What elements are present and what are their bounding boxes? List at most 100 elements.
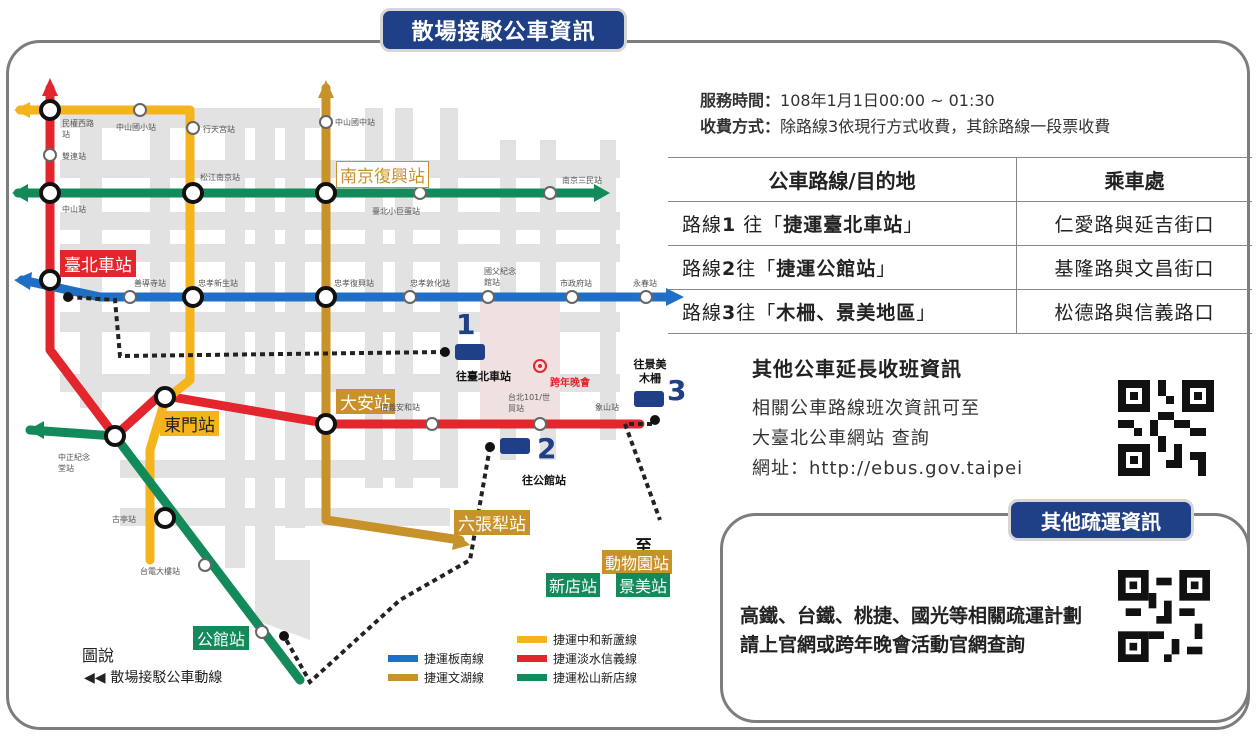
label-daan: 大安站 — [336, 389, 395, 414]
label-to-taipei: 往臺北車站 — [456, 370, 511, 383]
label-shuanglian: 雙連站 — [62, 152, 86, 161]
label-zhongshan-elem: 中山國小站 — [116, 123, 156, 132]
label-xingtian: 行天宮站 — [203, 125, 235, 134]
other-line-1: 高鐵、台鐵、桃捷、國光等相關疏運計劃 — [740, 605, 1083, 627]
label-xiangshan: 象山站 — [595, 403, 619, 412]
route-number-1: 1 — [456, 308, 476, 341]
label-zoo: 動物園站 — [602, 550, 673, 574]
label-zhongxiao-xinsheng: 忠孝新生站 — [198, 279, 238, 288]
legend-shuttle-label: 散場接駁公車動線 — [110, 670, 223, 686]
service-time-row: 服務時間：108年1月1日00:00 ~ 01:30 — [700, 88, 1110, 114]
legend-swatch — [517, 674, 547, 681]
label-zhongshan: 中山站 — [62, 205, 86, 214]
label-to-jingmei: 往景美木柵 — [633, 358, 667, 385]
header-route: 公車路線/目的地 — [668, 157, 1017, 202]
label-yongchun: 永春站 — [633, 279, 657, 288]
other-transport-box — [720, 513, 1250, 723]
label-taipei-main: 臺北車站 — [60, 250, 136, 277]
label-city-hall: 市政府站 — [560, 279, 592, 288]
shuttle-arrow-icon: ◀◀ — [84, 670, 111, 686]
stop-cell: 松德路與信義路口 — [1016, 289, 1252, 334]
label-nanjing-sanmin: 南京三民站 — [562, 176, 602, 185]
route-prefix: 路線 — [682, 302, 723, 324]
route-to: 往「 — [736, 302, 777, 324]
route-bracket: 」 — [903, 214, 924, 236]
label-gongguan: 公館站 — [193, 626, 250, 650]
table-row: 路線3往「木柵、景美地區」 松德路與信義路口 — [668, 289, 1252, 334]
route-bracket: 」 — [916, 302, 937, 324]
route-cell: 路線3往「木柵、景美地區」 — [668, 289, 1017, 334]
event-marker-icon — [533, 359, 547, 373]
label-taipei101: 台北101/世貿站 — [508, 393, 550, 413]
fare-label: 收費方式： — [700, 117, 781, 136]
label-guting: 古亭站 — [112, 515, 136, 524]
route-destination: 捷運公館站 — [776, 258, 877, 280]
legend-label: 捷運中和新蘆線 — [553, 633, 638, 647]
label-zhongshan-jr: 中山國中站 — [335, 118, 375, 127]
route-table-header: 公車路線/目的地 乘車處 — [668, 157, 1252, 202]
route-number: 3 — [722, 302, 737, 324]
legend-shuttle: ◀◀ 散場接駁公車動線 — [84, 667, 222, 687]
legend-item-tamsui: 捷運淡水信義線 — [517, 650, 637, 667]
label-minquan: 民權西路站 — [62, 119, 94, 139]
bus-stops — [63, 292, 660, 641]
label-songjiang: 松江南京站 — [200, 173, 240, 182]
label-taipei-arena: 臺北小巨蛋站 — [372, 207, 420, 216]
label-nanjing-fuxing: 南京復興站 — [336, 161, 429, 188]
route-cell: 路線1 往「捷運臺北車站」 — [668, 201, 1017, 246]
interchange-stations — [39, 99, 337, 529]
header-stop: 乘車處 — [1016, 157, 1252, 202]
regular-stations — [43, 103, 653, 639]
route-prefix: 路線 — [682, 258, 723, 280]
extension-url[interactable]: 網址：http://ebus.gov.taipei — [752, 458, 1024, 479]
service-info: 服務時間：108年1月1日00:00 ~ 01:30 收費方式：除路線3依現行方… — [700, 88, 1110, 140]
map-canvas — [12, 78, 684, 686]
legend-swatch — [517, 636, 547, 643]
route-to: 往「 — [736, 214, 784, 236]
route-number: 1 — [722, 214, 737, 236]
route-bracket: 」 — [876, 258, 897, 280]
legend-item-wenhu: 捷運文湖線 — [388, 669, 484, 686]
route-to: 往「 — [736, 258, 777, 280]
service-time-label: 服務時間： — [700, 91, 781, 110]
route-number-2: 2 — [537, 432, 557, 465]
route-destination: 捷運臺北車站 — [783, 214, 904, 236]
route-prefix: 路線 — [682, 214, 723, 236]
service-time-value: 108年1月1日00:00 ~ 01:30 — [780, 91, 995, 110]
shuttle-map: 臺北車站 南京復興站 大安站 東門站 六張犁站 至 動物園站 新店站 景美站 公… — [12, 78, 687, 687]
table-row: 路線1 往「捷運臺北車站」 仁愛路與延吉街口 — [668, 201, 1252, 246]
route-number-3: 3 — [667, 374, 687, 407]
label-zhongxiao-dunhua: 忠孝敦化站 — [410, 279, 450, 288]
label-dongmen: 東門站 — [160, 411, 219, 436]
label-jingmei: 景美站 — [616, 573, 671, 597]
label-xindian: 新店站 — [546, 573, 601, 597]
legend-heading: 圖說 — [82, 646, 115, 665]
route-destination: 木柵、景美地區 — [776, 302, 917, 324]
label-event: 跨年晚會 — [550, 378, 590, 389]
route-table: 公車路線/目的地 乘車處 路線1 往「捷運臺北車站」 仁愛路與延吉街口 路線2往… — [668, 157, 1252, 334]
qr-code-icon[interactable] — [1118, 570, 1210, 662]
qr-code-icon[interactable] — [1118, 380, 1214, 476]
label-to-gongguan: 往公館站 — [522, 474, 566, 487]
legend-item-bannan: 捷運板南線 — [388, 650, 484, 667]
route-number: 2 — [722, 258, 737, 280]
fare-value: 除路線3依現行方式收費，其餘路線一段票收費 — [780, 117, 1111, 136]
label-ntu-hospital: 台電大樓站 — [140, 567, 180, 576]
label-cks: 中正紀念堂站 — [58, 453, 90, 473]
legend-item-zhonghe: 捷運中和新蘆線 — [517, 631, 637, 648]
extension-line-2: 大臺北公車網站 查詢 — [752, 428, 930, 449]
label-sun-yatsen: 國父紀念館站 — [484, 267, 516, 287]
other-line-2: 請上官網或跨年晚會活動官網查詢 — [740, 634, 1026, 656]
fare-row: 收費方式：除路線3依現行方式收費，其餘路線一段票收費 — [700, 114, 1110, 140]
page-title: 散場接駁公車資訊 — [380, 8, 627, 52]
legend-swatch — [517, 655, 547, 662]
legend-label: 捷運松山新店線 — [553, 671, 638, 685]
legend-swatch — [388, 674, 418, 681]
legend-label: 捷運文湖線 — [424, 671, 485, 685]
extension-title: 其他公車延長收班資訊 — [752, 357, 962, 381]
label-zhongxiao-fuxing: 忠孝復興站 — [334, 279, 374, 288]
label-shandao: 善導寺站 — [134, 279, 166, 288]
legend-item-songshan: 捷運松山新店線 — [517, 669, 637, 686]
extension-line-1: 相關公車路線班次資訊可至 — [752, 398, 980, 419]
legend-swatch — [388, 655, 418, 662]
